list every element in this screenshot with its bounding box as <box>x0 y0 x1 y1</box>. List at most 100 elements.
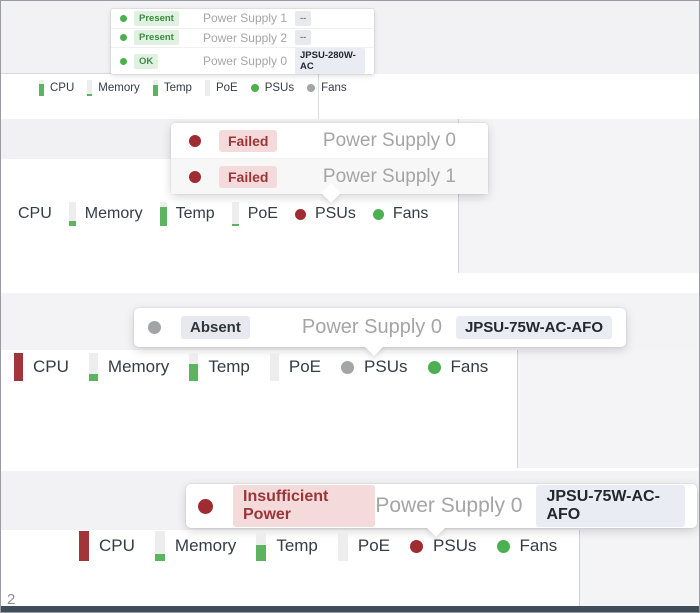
metric-label: PoE <box>288 357 322 376</box>
metric-gauge <box>152 80 158 96</box>
metric-fans[interactable]: Fans <box>427 357 489 377</box>
metric-temp[interactable]: Temp <box>189 353 250 381</box>
metric-label: PoE <box>215 82 238 94</box>
page-number: 2 <box>7 591 16 608</box>
status-dot-icon <box>189 134 201 147</box>
gauge-fill <box>79 531 89 561</box>
metric-cpu[interactable]: CPU <box>18 205 52 223</box>
metric-label: Memory <box>84 205 143 222</box>
side-panel <box>458 119 699 273</box>
health-metrics-row: CPU Memory Temp PoE PSUs Fans <box>18 202 428 226</box>
metric-gauge <box>231 202 239 226</box>
status-badge: Failed <box>219 129 278 152</box>
gauge-fill <box>68 221 76 226</box>
psu-model-badge: JPSU-280W-AC <box>295 48 365 74</box>
metric-fans[interactable]: Fans <box>496 536 558 556</box>
metric-memory[interactable]: Memory <box>68 202 143 226</box>
metric-psus[interactable]: PSUs <box>410 536 477 556</box>
metric-gauge <box>269 353 279 381</box>
psu-model-slot: -- <box>295 30 365 46</box>
metric-gauge <box>189 353 199 381</box>
status-dot-icon <box>250 84 259 92</box>
metric-psus[interactable]: PSUs <box>250 82 295 94</box>
metric-label: Temp <box>175 205 215 222</box>
metric-gauge <box>88 353 98 381</box>
metric-cpu[interactable]: CPU <box>14 353 69 381</box>
panel-divider <box>1 73 111 74</box>
metric-label: Memory <box>98 82 140 94</box>
side-panel <box>579 530 699 608</box>
side-panel <box>517 350 699 468</box>
metric-fans[interactable]: Fans <box>307 82 347 94</box>
metric-temp[interactable]: Temp <box>152 80 192 96</box>
metric-label: Temp <box>163 82 192 94</box>
psu-model-badge: JPSU-75W-AC-AFO <box>536 485 685 527</box>
metric-label: CPU <box>33 357 69 376</box>
health-metrics-row: CPU Memory Temp PoE PSUs Fans <box>79 531 557 561</box>
status-dot-icon <box>341 360 355 374</box>
metric-cpu[interactable]: CPU <box>39 80 74 96</box>
gauge-fill <box>154 553 165 561</box>
status-badge: Present <box>134 10 179 26</box>
psu-model-slot: JPSU-75W-AC-AFO <box>536 485 685 527</box>
metric-poe[interactable]: PoE <box>231 202 278 226</box>
metric-label: Fans <box>519 536 558 555</box>
status-dot-icon <box>198 498 213 514</box>
metric-gauge <box>154 531 165 561</box>
metric-gauge <box>87 80 93 96</box>
panel-divider <box>318 74 319 119</box>
metric-label: Memory <box>174 536 237 555</box>
metric-label: PSUs <box>264 82 295 94</box>
metric-label: CPU <box>50 82 75 94</box>
metric-cpu[interactable]: CPU <box>79 531 135 561</box>
metric-label: Fans <box>392 205 429 222</box>
gauge-fill <box>152 84 158 96</box>
metric-gauge <box>159 202 167 226</box>
metric-label: Fans <box>450 357 489 376</box>
status-badge: Absent <box>181 316 250 339</box>
metric-label: Temp <box>276 536 318 555</box>
metric-gauge <box>39 80 44 96</box>
gauge-fill <box>87 93 93 96</box>
gauge-fill <box>189 363 199 381</box>
metric-label: CPU <box>99 536 135 555</box>
status-dot-icon <box>120 14 127 22</box>
status-dot-icon <box>496 539 510 553</box>
metric-poe[interactable]: PoE <box>337 531 391 561</box>
gauge-fill <box>159 206 167 226</box>
metric-label: Memory <box>107 357 170 376</box>
psu-model-badge: JPSU-75W-AC-AFO <box>455 316 612 339</box>
metric-label: CPU <box>18 205 52 222</box>
psu-model-slot: -- <box>295 10 365 26</box>
status-badge: OK <box>134 53 159 69</box>
metric-fans[interactable]: Fans <box>372 205 429 223</box>
metric-psus[interactable]: PSUs <box>294 205 356 223</box>
metric-label: Fans <box>321 82 347 94</box>
psu-name: Power Supply 0 <box>322 129 456 151</box>
metric-gauge <box>204 80 210 96</box>
status-dot-icon <box>410 539 424 553</box>
metric-label: PoE <box>357 536 391 555</box>
metric-memory[interactable]: Memory <box>87 80 140 96</box>
metric-temp[interactable]: Temp <box>159 202 215 226</box>
psu-name: Power Supply 1 <box>202 11 287 26</box>
bottom-bar <box>1 606 699 612</box>
psu-model-slot: JPSU-75W-AC-AFO <box>455 316 612 339</box>
psu-name: Power Supply 1 <box>322 165 456 187</box>
psu-status-row: Present Power Supply 1 -- <box>111 9 374 28</box>
metric-poe[interactable]: PoE <box>269 353 322 381</box>
metric-psus[interactable]: PSUs <box>341 357 408 377</box>
metric-poe[interactable]: PoE <box>204 80 238 96</box>
psu-model-badge: -- <box>295 30 312 46</box>
metric-memory[interactable]: Memory <box>88 353 170 381</box>
metric-temp[interactable]: Temp <box>256 531 318 561</box>
status-badge: Insufficient Power <box>233 485 376 527</box>
metric-memory[interactable]: Memory <box>154 531 237 561</box>
